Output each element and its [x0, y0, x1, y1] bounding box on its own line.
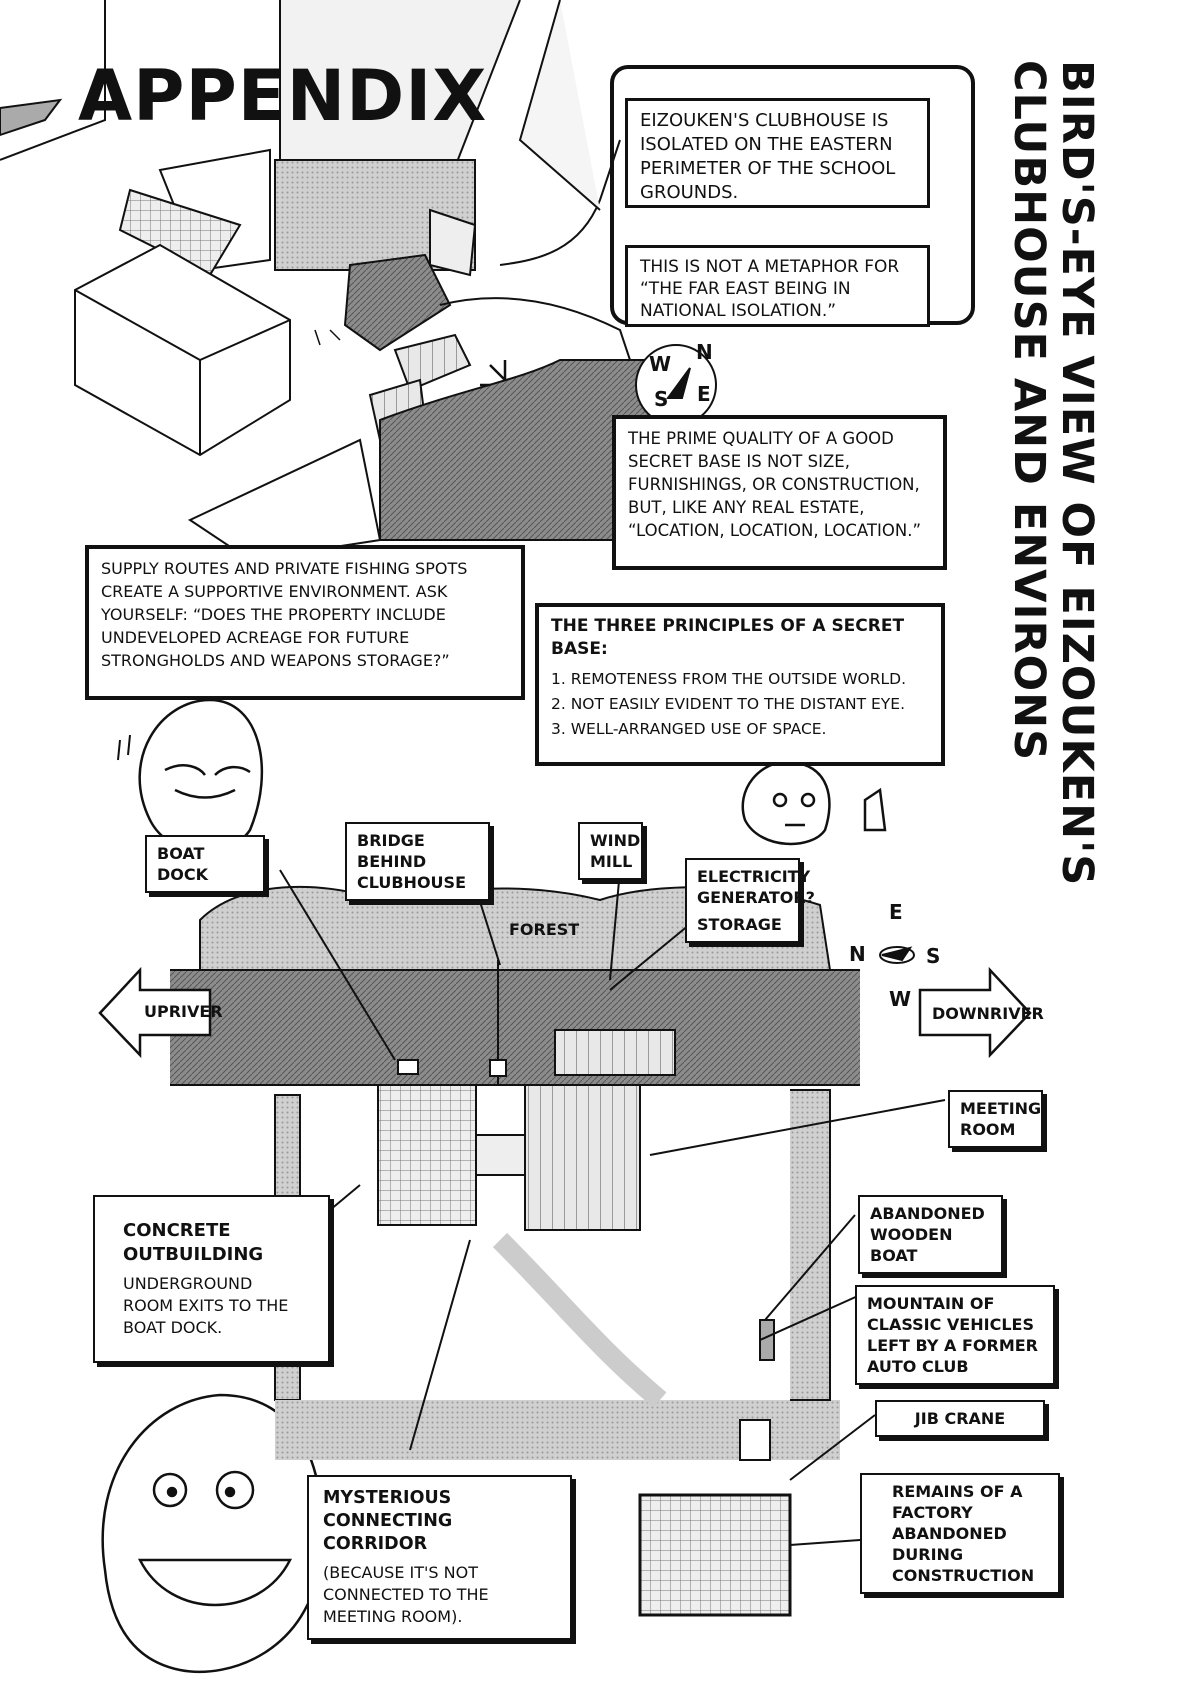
label-vehicles: MOUNTAIN OF CLASSIC VEHICLES LEFT BY A F…	[855, 1285, 1055, 1385]
label-downriver: DOWNRIVER	[932, 1004, 1044, 1023]
compass-map-n: N	[849, 942, 866, 966]
face-drawings	[101, 698, 887, 1674]
compass-top-s: S	[654, 387, 669, 411]
compass-top-w: W	[649, 352, 672, 376]
vertical-title-line-1: BIRD'S-EYE VIEW OF EIZOUKEN'S	[1052, 60, 1102, 887]
label-bridge: BRIDGE BEHIND CLUBHOUSE	[345, 822, 490, 901]
vertical-title-line-2: CLUBHOUSE AND ENVIRONS	[1004, 60, 1054, 762]
compass-map-s: S	[926, 944, 941, 968]
principle-item: 3. WELL-ARRANGED USE OF SPACE.	[551, 720, 827, 738]
compass-map-drawing	[879, 946, 915, 964]
concrete-heading: CONCRETE OUTBUILDING	[123, 1220, 264, 1265]
vertical-title: BIRD'S-EYE VIEW OF EIZOUKEN'S CLUBHOUSE …	[1004, 60, 1102, 887]
principle-item: 2. NOT EASILY EVIDENT TO THE DISTANT EYE…	[551, 695, 905, 713]
page-title: APPENDIX	[78, 55, 488, 137]
label-windmill: WIND- MILL	[578, 822, 647, 880]
principles-heading: THE THREE PRINCIPLES OF A SECRET BASE:	[551, 616, 905, 659]
compass-top-e: E	[697, 382, 711, 406]
label-boat-dock: BOAT DOCK	[145, 835, 265, 893]
label-corridor: MYSTERIOUS CONNECTING CORRIDOR (BECAUSE …	[307, 1475, 572, 1640]
compass-map-w: W	[889, 987, 912, 1011]
label-upriver: UPRIVER	[144, 1002, 223, 1021]
river-arrows	[98, 966, 1032, 1059]
principles-list: 1. REMOTENESS FROM THE OUTSIDE WORLD. 2.…	[551, 667, 929, 742]
label-abandoned-boat: ABANDONED WOODEN BOAT	[858, 1195, 1003, 1274]
label-meeting-room: MEETING ROOM	[948, 1090, 1043, 1148]
compass-top-n: N	[696, 340, 713, 364]
label-storage-text: STORAGE	[697, 915, 782, 934]
concrete-sub: UNDERGROUND ROOM EXITS TO THE BOAT DOCK.	[123, 1274, 289, 1337]
label-forest: FOREST	[509, 920, 580, 939]
label-generator-text: ELECTRICITY GENERATOR?	[697, 867, 815, 907]
compass-map-e: E	[889, 900, 903, 924]
principle-item: 1. REMOTENESS FROM THE OUTSIDE WORLD.	[551, 670, 907, 688]
corridor-sub: (BECAUSE IT'S NOT CONNECTED TO THE MEETI…	[323, 1563, 489, 1626]
caption-supply-routes: SUPPLY ROUTES AND PRIVATE FISHING SPOTS …	[85, 545, 525, 700]
principles-box: THE THREE PRINCIPLES OF A SECRET BASE: 1…	[535, 603, 945, 766]
caption-prime-quality: THE PRIME QUALITY OF A GOOD SECRET BASE …	[612, 415, 947, 570]
corridor-heading: MYSTERIOUS CONNECTING CORRIDOR	[323, 1488, 453, 1554]
caption-metaphor: THIS IS NOT A METAPHOR FOR “THE FAR EAST…	[625, 245, 930, 327]
caption-isolated: EIZOUKEN'S CLUBHOUSE IS ISOLATED ON THE …	[625, 98, 930, 208]
label-jib-crane: JIB CRANE	[875, 1400, 1045, 1437]
label-factory: REMAINS OF A FACTORY ABANDONED DURING CO…	[860, 1473, 1060, 1594]
label-concrete-outbuilding: CONCRETE OUTBUILDING UNDERGROUND ROOM EX…	[93, 1195, 330, 1363]
label-generator: ELECTRICITY GENERATOR? STORAGE	[685, 858, 815, 943]
leader-lines	[279, 869, 946, 1546]
